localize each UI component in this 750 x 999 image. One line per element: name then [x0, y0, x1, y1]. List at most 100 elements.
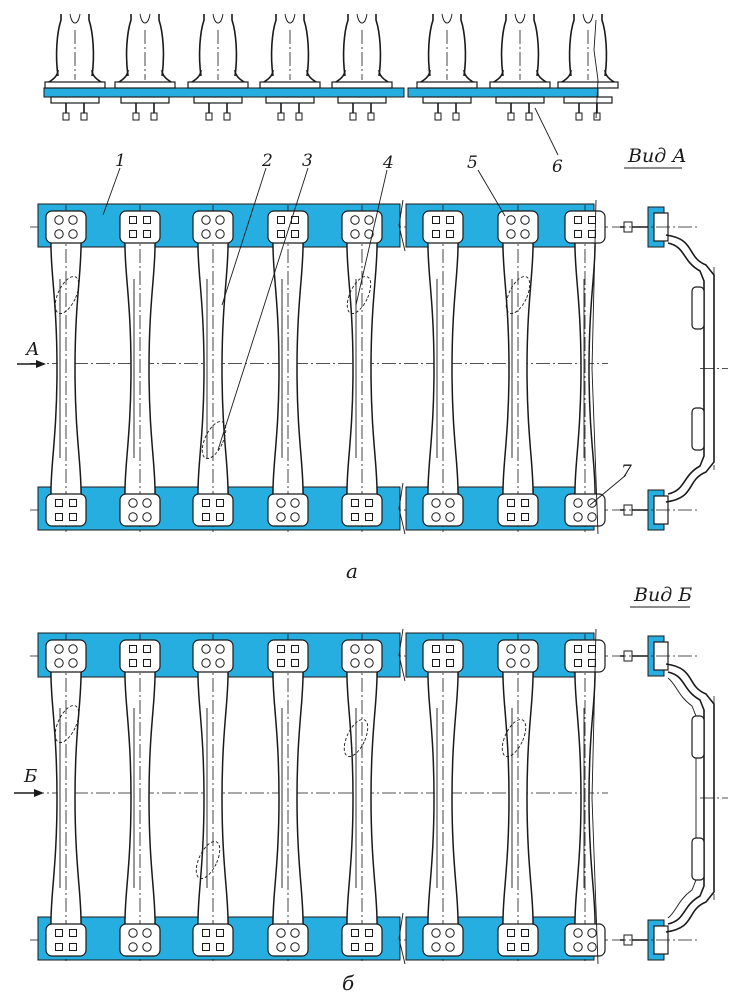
part-label-2: 2 [261, 151, 273, 171]
bolt-hole [506, 644, 516, 654]
bolt-square [507, 513, 515, 521]
bolt-hole [276, 942, 286, 952]
bolt-hole [573, 512, 583, 522]
break-line-bottom [398, 912, 406, 965]
link-clamp [563, 96, 613, 104]
profile-head-bottom [612, 919, 700, 961]
bolt-square [521, 929, 529, 937]
bolt-hole [276, 512, 286, 522]
side-track-link [259, 13, 321, 121]
bolt-square [291, 645, 299, 653]
part-label-5: 5 [467, 153, 478, 173]
bolt-hole [128, 928, 138, 938]
head-plate-top [497, 639, 539, 673]
head-plate-top [497, 210, 539, 244]
hidden-pin-outline [54, 705, 80, 743]
bolt-hole [290, 942, 300, 952]
bolt-hole [68, 658, 78, 668]
bolt-hole [290, 928, 300, 938]
bolt-square [69, 499, 77, 507]
bolt-square [216, 513, 224, 521]
bolt-square [143, 659, 151, 667]
bolt-hole [201, 229, 211, 239]
bolt-hole [276, 498, 286, 508]
head-plate-bottom [341, 923, 383, 957]
bolt-hole [68, 229, 78, 239]
track-bar [119, 634, 161, 962]
bolt-square [432, 230, 440, 238]
track-bar [267, 205, 309, 532]
link-base [557, 81, 619, 89]
profile-lug-bottom [691, 837, 705, 881]
link-notch [69, 13, 81, 24]
bolt-square [55, 499, 63, 507]
link-base [187, 81, 249, 89]
side-track-link [416, 13, 478, 121]
head-plate-bottom [45, 493, 87, 527]
track-bar [192, 634, 234, 962]
profile-extra-curve [667, 677, 697, 919]
head-plate-bottom [564, 493, 606, 527]
bolt-square [351, 929, 359, 937]
bolt-hole [587, 928, 597, 938]
view-arrow-b [14, 789, 44, 797]
link-notch [441, 13, 453, 24]
side-track-link [114, 13, 176, 121]
profile-lug-bottom [691, 407, 705, 451]
bolt-square [216, 943, 224, 951]
bolt-hole [215, 229, 225, 239]
bolt-square [588, 230, 596, 238]
bolt-hole [350, 229, 360, 239]
track-bar [422, 205, 464, 532]
break-line-bottom [398, 482, 406, 535]
bolt-hole [520, 229, 530, 239]
part-label-3: 3 [302, 151, 313, 171]
head-plate-top [422, 639, 464, 673]
bolt-hole [431, 512, 441, 522]
head-plate-top [45, 639, 87, 673]
part-label-4: 4 [382, 153, 394, 173]
leader-lines [102, 107, 627, 506]
break-line-top [398, 199, 406, 252]
bolt-square [129, 645, 137, 653]
bolt-hole [573, 928, 583, 938]
bolt-square [446, 216, 454, 224]
bolt-hole [520, 658, 530, 668]
bolt-hole [54, 215, 64, 225]
track-bar [341, 205, 383, 532]
bolt-hole [128, 942, 138, 952]
bolt-square [365, 943, 373, 951]
bolt-square [588, 659, 596, 667]
caption-b: б [342, 971, 355, 995]
track-bar [45, 205, 87, 532]
hidden-pin-outline [195, 841, 221, 879]
link-body [198, 14, 238, 77]
bolt-hole [350, 658, 360, 668]
track-bar [564, 205, 606, 532]
break-line-end [591, 199, 599, 535]
bolt-square [216, 929, 224, 937]
side-strip-left [43, 87, 405, 98]
link-body [55, 14, 95, 77]
link-body [500, 14, 540, 77]
profile-lug-top [691, 286, 705, 330]
break-line-end [591, 628, 599, 965]
hidden-pin-outline [343, 719, 369, 757]
link-clamp [495, 96, 545, 104]
head-plate-bottom [267, 923, 309, 957]
link-body [427, 14, 467, 77]
link-base [331, 81, 393, 89]
bolt-square [351, 943, 359, 951]
bolt-hole [201, 658, 211, 668]
link-clamp [337, 96, 387, 104]
link-notch [139, 13, 151, 24]
side-track-link [187, 13, 249, 121]
bolt-hole [506, 229, 516, 239]
link-base [259, 81, 321, 89]
bolt-square [55, 929, 63, 937]
arrow-label-a: А [24, 339, 40, 360]
bolt-hole [215, 215, 225, 225]
bolt-nut [434, 112, 442, 121]
bolt-square [574, 659, 582, 667]
